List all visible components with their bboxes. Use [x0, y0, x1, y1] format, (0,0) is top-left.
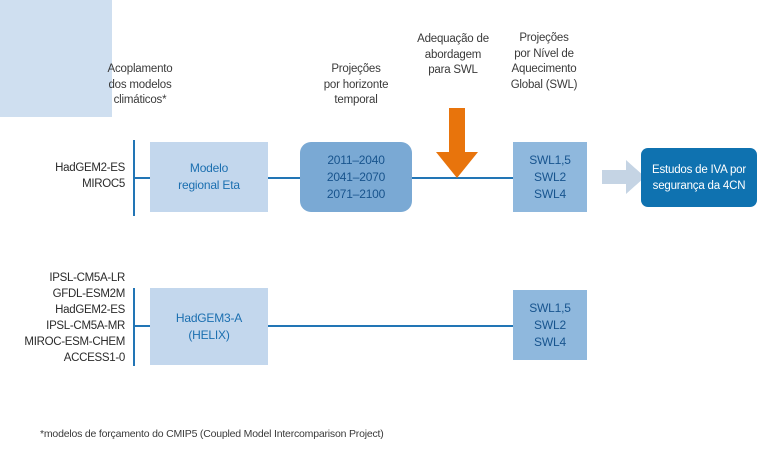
top-connector-horizon-to-swl	[412, 177, 540, 179]
arrow-right-icon	[602, 160, 646, 195]
bottom-connector-helix-to-swl	[268, 325, 515, 327]
box-swl-levels-bottom: SWL1,5 SWL2 SWL4	[513, 290, 587, 360]
box-line: (HELIX)	[188, 327, 230, 342]
top-input-models-list: HadGEM2-ES MIROC5	[15, 160, 125, 192]
bottom-input-models-list: IPSL-CM5A-LR GFDL-ESM2M HadGEM2-ES IPSL-…	[5, 270, 125, 366]
box-line: HadGEM3-A	[175, 310, 243, 325]
box-line: segurança da 4CN	[652, 179, 746, 192]
box-hadgem3a-helix: HadGEM3-A (HELIX)	[150, 288, 268, 365]
box-regional-model-eta: Modelo regional Eta	[150, 142, 268, 212]
list-item: GFDL-ESM2M	[52, 288, 126, 300]
swl-container-top	[0, 0, 112, 117]
box-time-horizon-projections: 2011–2040 2041–2070 2071–2100	[300, 142, 412, 212]
top-bracket-stub-line	[133, 177, 151, 179]
box-line: SWL4	[534, 186, 566, 201]
box-swl-levels-top: SWL1,5 SWL2 SWL4	[513, 142, 587, 212]
box-line: SWL4	[534, 334, 566, 349]
list-item: IPSL-CM5A-MR	[46, 320, 125, 332]
list-item: HadGEM2-ES	[55, 162, 125, 174]
footnote-cmip5: *modelos de forçamento do CMIP5 (Coupled…	[40, 428, 384, 440]
box-line: SWL2	[534, 317, 566, 332]
box-line: regional Eta	[178, 178, 240, 192]
list-item: MIROC-ESM-CHEM	[24, 336, 125, 348]
box-final-iva-studies: Estudos de IVA por segurança da 4CN	[641, 148, 757, 207]
box-line: SWL1,5	[529, 300, 571, 315]
caption-coupling: Acoplamento dos modelos climáticos*	[107, 63, 173, 106]
box-line: 2071–2100	[326, 186, 386, 201]
box-line: SWL2	[534, 169, 566, 184]
top-connector-eta-to-horizon	[268, 177, 302, 179]
box-line: Estudos de IVA por	[652, 163, 746, 176]
bottom-bracket-stub-line	[133, 325, 151, 327]
list-item: IPSL-CM5A-LR	[49, 272, 125, 284]
box-line: 2041–2070	[326, 169, 386, 184]
box-line: SWL1,5	[529, 152, 571, 167]
caption-swl-adequacy: Adequação de abordagem para SWL	[417, 33, 489, 76]
list-item: HadGEM2-ES	[55, 304, 125, 316]
caption-horizon: Projeções por horizonte temporal	[323, 63, 389, 106]
box-line: 2011–2040	[327, 152, 385, 167]
box-line: Modelo	[189, 161, 229, 175]
caption-global-warming-level: Projeções por Nível de Aquecimento Globa…	[510, 32, 578, 91]
list-item: ACCESS1-0	[63, 352, 126, 364]
arrow-down-icon	[435, 108, 479, 180]
list-item: MIROC5	[82, 178, 125, 190]
bottom-bracket-vertical-line	[133, 288, 135, 366]
